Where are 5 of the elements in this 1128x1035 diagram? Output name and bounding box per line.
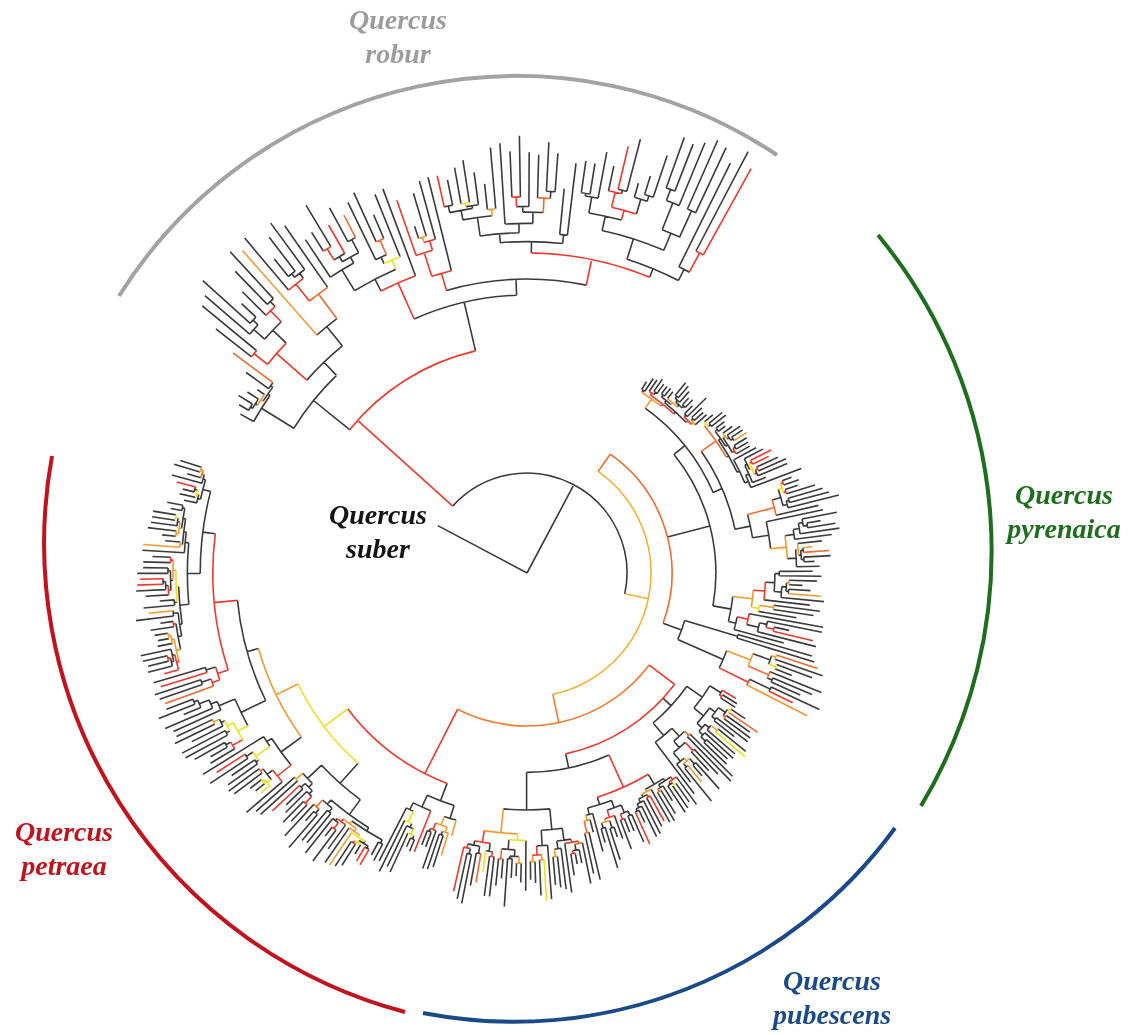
species-label: Quercus robur: [349, 3, 447, 71]
species-label: Quercus pubescens: [772, 964, 892, 1032]
species-label: Quercus pyrenaica: [1007, 478, 1121, 546]
species-label: Quercus suber: [329, 498, 427, 566]
species-label: Quercus petraea: [15, 815, 113, 883]
